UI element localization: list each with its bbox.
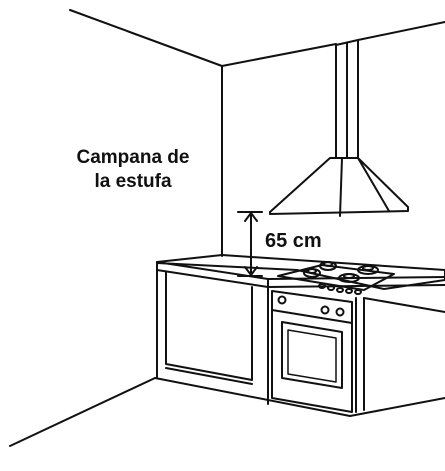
gas-cooktop — [277, 261, 395, 295]
countertop — [156, 254, 445, 290]
range-hood-label-line1: Campana de — [76, 147, 190, 168]
room-walls — [9, 9, 445, 447]
range-hood-label: Campana de la estufa — [38, 146, 228, 194]
cabinets — [156, 269, 445, 413]
range-hood — [269, 39, 409, 217]
oven — [271, 290, 353, 413]
distance-label: 65 cm — [265, 230, 322, 252]
range-hood-label-line2: la estufa — [94, 171, 172, 192]
distance-measure — [237, 211, 263, 277]
